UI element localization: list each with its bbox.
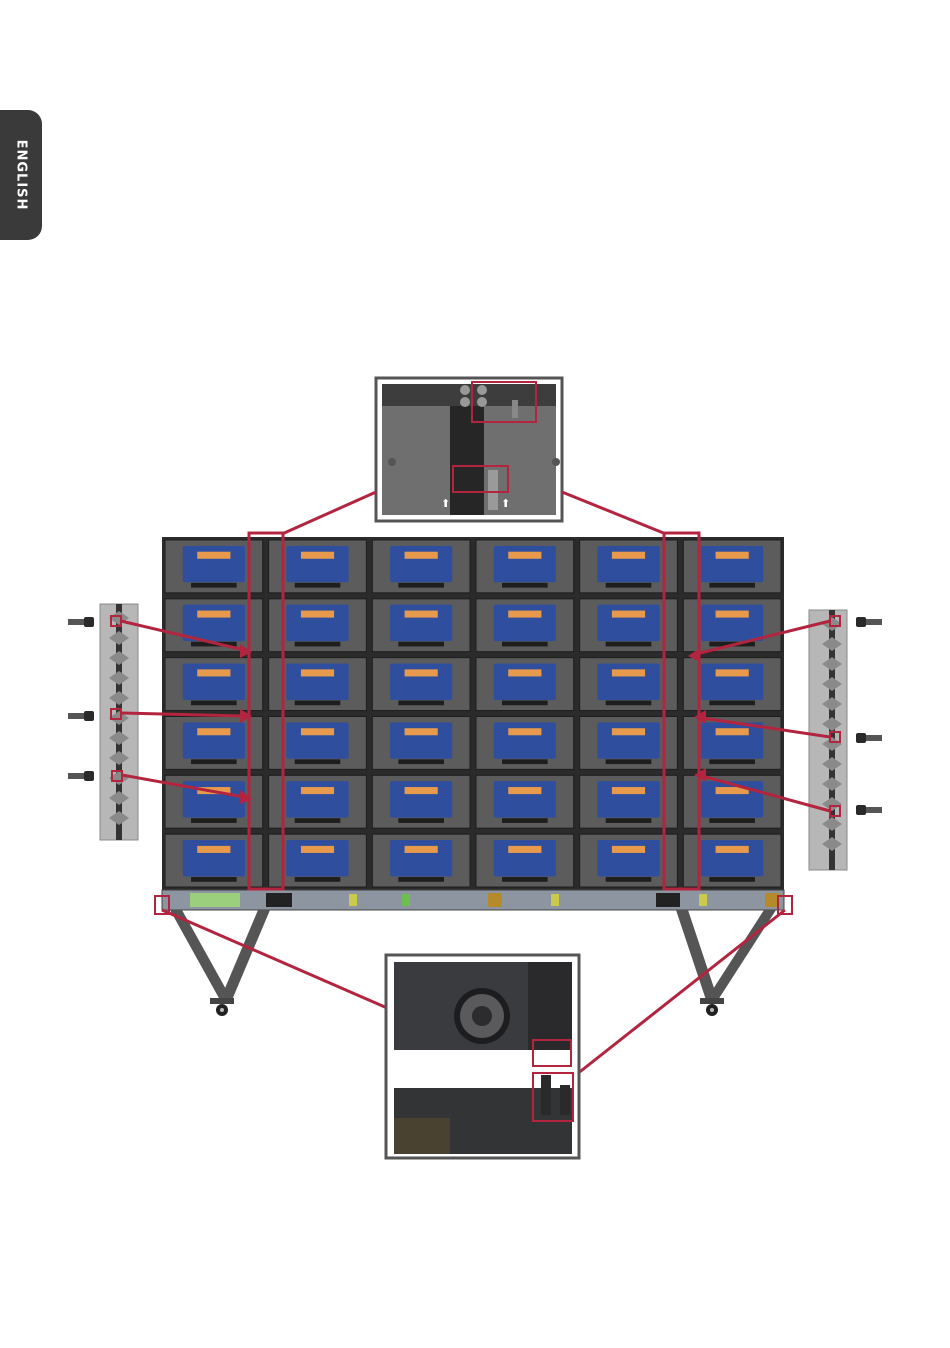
right-connection-bar (809, 610, 847, 870)
cabinet-module (372, 717, 470, 770)
screw-icon (856, 805, 882, 815)
bottom-rail (155, 890, 792, 914)
screw-icon (68, 711, 94, 721)
svg-text:⬆: ⬆ (441, 497, 450, 510)
cabinet-module (372, 540, 470, 593)
screw-icon (856, 617, 882, 627)
cabinet-module (476, 599, 574, 652)
svg-text:⬆: ⬆ (501, 497, 510, 510)
cabinet-module (372, 658, 470, 711)
top-detail-inset: ⬆ ⬆ (376, 378, 562, 521)
led-wall-cabinets (162, 537, 784, 890)
screw-icon (68, 771, 94, 781)
cabinet-module (372, 775, 470, 828)
screw-icon (856, 733, 882, 743)
cabinet-module (476, 834, 574, 887)
cabinet-module (372, 834, 470, 887)
cabinet-module (476, 540, 574, 593)
cabinet-module (372, 599, 470, 652)
bottom-detail-inset (386, 955, 579, 1158)
cabinet-module (476, 775, 574, 828)
cabinet-module (476, 658, 574, 711)
left-connection-bar (100, 604, 138, 840)
cabinet-module (476, 717, 574, 770)
screw-icon (68, 617, 94, 627)
